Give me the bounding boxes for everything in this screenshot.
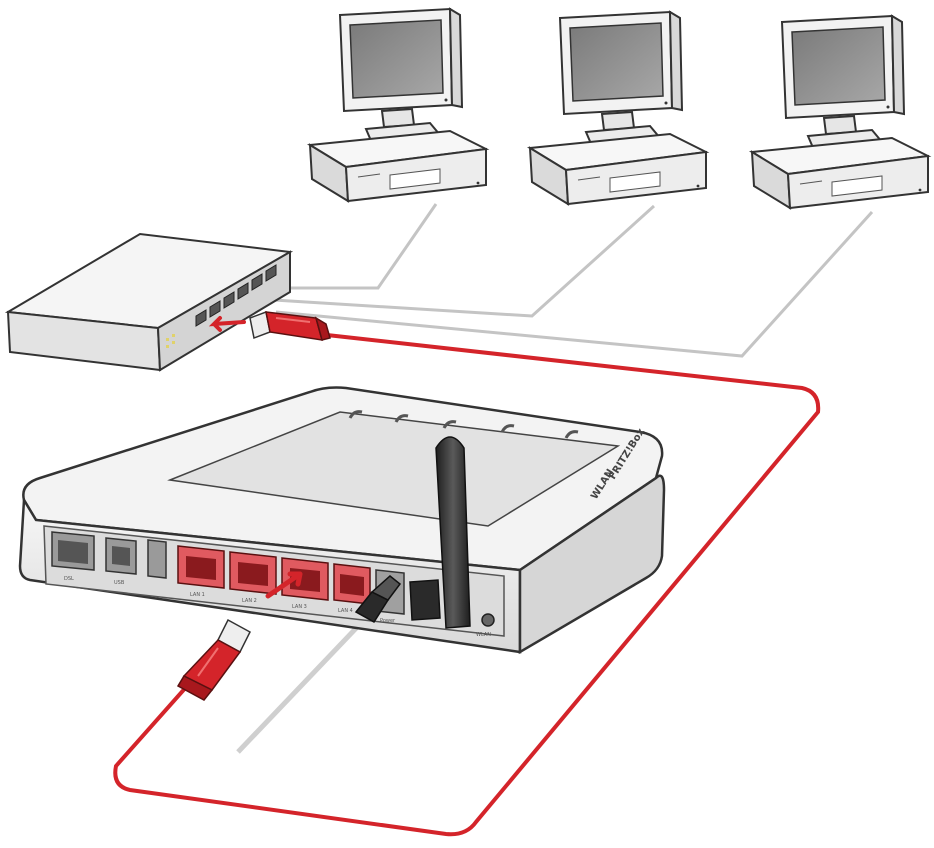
- antenna-icon: [409, 436, 471, 629]
- cable-computer-2: [273, 204, 656, 318]
- power-plug-icon: [354, 575, 402, 623]
- port-label-lan4: LAN 4: [338, 608, 353, 614]
- computer-icon: [309, 8, 487, 202]
- computer-icon: [751, 15, 929, 209]
- ethernet-plug-icon: [249, 310, 331, 341]
- port-label-dsl: DSL: [64, 576, 74, 582]
- red-cable: [113, 332, 821, 837]
- cable-computer-3: [275, 210, 874, 358]
- computer-icon: [529, 11, 707, 205]
- port-label-power: Power: [380, 618, 396, 624]
- gray-cables: [236, 203, 874, 754]
- cable-computer-1: [272, 203, 438, 290]
- network-switch-icon: [4, 232, 294, 372]
- port-label-lan2: LAN 2: [242, 598, 257, 604]
- insert-arrow-icon: [265, 571, 303, 599]
- port-label-usb: USB: [114, 580, 125, 586]
- port-label-lan3: LAN 3: [292, 604, 307, 610]
- port-label-wlan: WLAN: [476, 632, 491, 638]
- port-label-lan1: LAN 1: [190, 592, 205, 598]
- ethernet-plug-icon: [176, 618, 251, 701]
- router-icon: DSL USB LAN 1 LAN 2 LAN 3 LAN 4 Power WL…: [18, 386, 666, 655]
- cable-power: [236, 620, 364, 754]
